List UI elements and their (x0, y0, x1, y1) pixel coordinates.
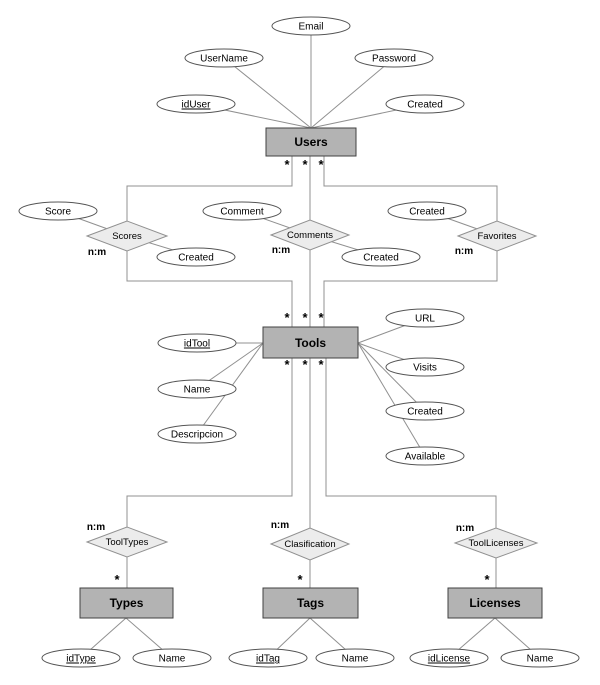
tooltypes-relationship-diamond (85, 526, 169, 558)
password-attribute-ellipse (354, 48, 434, 68)
licenses-name-attribute-label: Name (527, 654, 554, 665)
scores-created-attribute-label: Created (178, 253, 214, 264)
idtag-attribute-ellipse (228, 648, 308, 668)
idlicense-attribute-label: idLicense (428, 654, 471, 665)
many-cardinality-star: * (302, 157, 308, 172)
many-cardinality-star: * (318, 157, 324, 172)
idlicense-attribute-ellipse (409, 648, 489, 668)
favorites-created-attribute-ellipse (387, 201, 467, 221)
tags-entity (262, 587, 359, 619)
clasification-relationship-label: Clasification (284, 539, 335, 550)
types-name-attribute-label: Name (159, 654, 186, 665)
favorites-cardinality-label: n:m (455, 246, 473, 257)
toollicenses-relationship-diamond (453, 527, 539, 559)
many-cardinality-star: * (284, 357, 290, 372)
tools-created-attribute-label: Created (407, 407, 443, 418)
many-cardinality-star: * (318, 310, 324, 325)
users-entity-label: Users (294, 135, 328, 149)
attribute-link (357, 342, 426, 457)
users-entity (265, 127, 357, 157)
comments-created-attribute-ellipse (341, 247, 421, 267)
visits-attribute-ellipse (385, 357, 465, 377)
visits-attribute-label: Visits (413, 363, 437, 374)
many-cardinality-star: * (284, 310, 290, 325)
tools-toollicenses-licenses-link (325, 358, 497, 588)
username-attribute-ellipse (184, 48, 264, 68)
tooltypes-cardinality-label: n:m (87, 522, 105, 533)
iduser-attribute-ellipse (156, 94, 236, 114)
many-cardinality-star: * (284, 157, 290, 172)
favorites-created-attribute-label: Created (409, 207, 445, 218)
comments-created-attribute-label: Created (363, 253, 399, 264)
comments-relationship-diamond (269, 219, 351, 251)
url-attribute-ellipse (385, 308, 465, 328)
descripcion-attribute-label: Descripcion (171, 430, 223, 441)
tags-entity-label: Tags (297, 596, 324, 610)
tags-name-attribute-label: Name (342, 654, 369, 665)
score-attribute-ellipse (18, 201, 98, 221)
licenses-name-attribute-ellipse (500, 648, 580, 668)
idtag-attribute-label: idTag (256, 654, 280, 665)
tools-entity (262, 326, 359, 359)
comment-attribute-label: Comment (220, 207, 264, 218)
attribute-ellipses: Email UserName Password idUser Created S… (18, 16, 580, 668)
iduser-attribute-label: idUser (182, 100, 212, 111)
types-name-attribute-ellipse (132, 648, 212, 668)
comments-cardinality-label: n:m (272, 245, 290, 256)
users-created-attribute-ellipse (385, 94, 465, 114)
favorites-relationship-diamond (456, 220, 538, 252)
many-cardinality-star: * (302, 310, 308, 325)
password-attribute-label: Password (372, 54, 416, 65)
descripcion-attribute-ellipse (157, 424, 237, 444)
username-attribute-label: UserName (200, 54, 248, 65)
scores-relationship-diamond (85, 220, 169, 252)
licenses-entity (447, 587, 543, 619)
many-cardinality-star: * (484, 572, 490, 587)
clasification-cardinality-label: n:m (271, 520, 289, 531)
relationship-diamonds: Scores Comments Favorites ToolTypes Clas… (85, 219, 539, 561)
idtype-attribute-ellipse (41, 648, 121, 668)
favorites-relationship-label: Favorites (477, 231, 516, 242)
toollicenses-cardinality-label: n:m (456, 523, 474, 534)
scores-cardinality-label: n:m (88, 247, 106, 258)
comment-attribute-ellipse (202, 201, 282, 221)
many-cardinality-star: * (302, 357, 308, 372)
idtool-attribute-label: idTool (184, 339, 210, 350)
attribute-link (310, 57, 395, 129)
tags-name-attribute-ellipse (315, 648, 395, 668)
email-attribute-ellipse (271, 16, 351, 36)
many-cardinality-star: * (297, 572, 303, 587)
types-entity-label: Types (110, 596, 144, 610)
tools-created-attribute-ellipse (385, 401, 465, 421)
scores-created-attribute-ellipse (156, 247, 236, 267)
tooltypes-relationship-label: ToolTypes (106, 537, 149, 548)
available-attribute-label: Available (405, 452, 446, 463)
tools-name-attribute-ellipse (157, 379, 237, 399)
comments-relationship-label: Comments (287, 230, 333, 241)
tools-entity-label: Tools (295, 336, 326, 350)
many-cardinality-star: * (318, 357, 324, 372)
cardinality-labels: n:m n:m n:m n:m n:m n:m * * * * * * * * … (87, 157, 491, 587)
toollicenses-relationship-label: ToolLicenses (469, 538, 524, 549)
idtype-attribute-label: idType (66, 654, 96, 665)
users-created-attribute-label: Created (407, 100, 443, 111)
types-entity (79, 587, 174, 619)
available-attribute-ellipse (385, 446, 465, 466)
scores-relationship-label: Scores (112, 231, 142, 242)
attribute-link (223, 57, 312, 129)
attribute-link (357, 342, 426, 412)
email-attribute-label: Email (298, 22, 323, 33)
many-cardinality-star: * (114, 572, 120, 587)
idtool-attribute-ellipse (157, 333, 237, 353)
score-attribute-label: Score (45, 207, 72, 218)
clasification-relationship-diamond (269, 527, 351, 561)
url-attribute-label: URL (415, 314, 435, 325)
tools-name-attribute-label: Name (184, 385, 211, 396)
entity-boxes: Users Tools Types Tags Licenses (79, 127, 543, 619)
licenses-entity-label: Licenses (469, 596, 521, 610)
